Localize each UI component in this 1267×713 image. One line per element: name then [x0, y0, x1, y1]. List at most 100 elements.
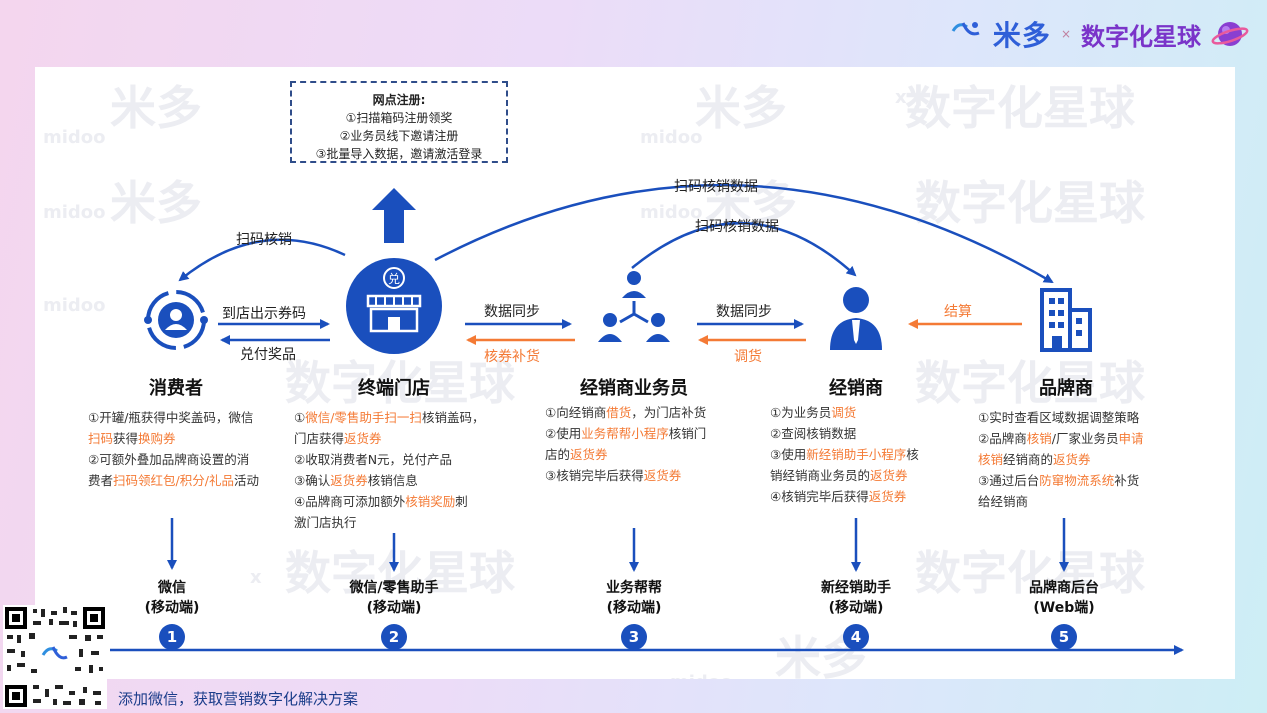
- platform-sub: (移动端): [144, 600, 200, 616]
- label-scan-data-mid: 扫码核销数据: [695, 219, 779, 235]
- step-number: 3: [621, 624, 647, 650]
- highlight-text: 调货: [831, 405, 857, 420]
- node-title-consumer: 消费者: [149, 378, 203, 399]
- step-number: 2: [381, 624, 407, 650]
- desc-line: ④品牌商可添加额外核销奖励刺: [294, 491, 504, 512]
- highlight-text: 核销: [1026, 431, 1052, 446]
- dealer-icon: [830, 287, 882, 350]
- desc-text: 销经销商业务员的: [770, 468, 871, 483]
- label-show-coupon: 到店出示券码: [222, 306, 306, 322]
- desc-line: 给经销商: [978, 491, 1188, 512]
- desc-text: ①开罐/瓶获得中奖盖码，微信: [88, 410, 254, 425]
- highlight-text: 业务帮帮小程序: [581, 426, 669, 441]
- highlight-text: 换购券: [138, 431, 176, 446]
- desc-text: ①: [294, 410, 306, 425]
- platform-name: 微信/零售助手: [349, 580, 439, 596]
- desc-line: ①向经销商借货，为门店补货: [545, 402, 745, 423]
- desc-text: ①向经销商: [545, 405, 607, 420]
- desc-text: 核销门: [668, 426, 707, 441]
- desc-line: ③确认返货券核销信息: [294, 470, 504, 491]
- highlight-text: 返货券: [570, 447, 608, 462]
- platform-sub: (移动端): [606, 600, 662, 616]
- node-title-salesman: 经销商业务员: [580, 378, 688, 399]
- desc-line: ②查阅核销数据: [770, 423, 950, 444]
- brand-building-icon: [1040, 288, 1092, 352]
- planet-icon: [1211, 22, 1249, 46]
- desc-text: 门店获得: [294, 431, 345, 446]
- brand-separator: ×: [1060, 27, 1071, 41]
- store-registration-note: 网点注册: ①扫描箱码注册领奖 ②业务员线下邀请注册 ③批量导入数据，邀请激活登…: [290, 81, 508, 163]
- platform-sub: (移动端): [366, 600, 422, 616]
- highlight-text: 返货券: [868, 489, 907, 504]
- desc-line: ①开罐/瓶获得中奖盖码，微信: [88, 407, 288, 428]
- node-title-dealer: 经销商: [829, 378, 883, 399]
- desc-line: ①为业务员调货: [770, 402, 950, 423]
- label-data-sync-1: 数据同步: [484, 304, 540, 320]
- desc-line: ①微信/零售助手扫一扫核销盖码，: [294, 407, 504, 428]
- desc-line: 激门店执行: [294, 512, 504, 533]
- highlight-text: 返货券: [344, 431, 382, 446]
- register-up-arrow: [372, 188, 416, 243]
- desc-text: ③核销完毕后获得: [545, 468, 644, 483]
- highlight-text: 返货券: [1053, 452, 1091, 467]
- platform-3: 业务帮帮 (移动端): [554, 578, 714, 618]
- desc-text: /厂家业务员: [1051, 431, 1119, 446]
- desc-text: ①实时查看区域数据调整策略: [978, 410, 1140, 425]
- footer-cta: 添加微信，获取营销数字化解决方案: [118, 690, 359, 708]
- desc-text: 费者: [88, 473, 114, 488]
- platform-name: 品牌商后台: [1029, 580, 1099, 596]
- desc-line: ②品牌商核销/厂家业务员申请: [978, 428, 1188, 449]
- desc-line: ①实时查看区域数据调整策略: [978, 407, 1188, 428]
- desc-text: ③通过后台: [978, 473, 1040, 488]
- scan-verify-arrow: [178, 238, 346, 282]
- platform-1: 微信 (移动端): [92, 578, 252, 618]
- midoo-logo-icon: [951, 22, 980, 36]
- highlight-text: 扫码领红包/积分/礼品: [113, 473, 234, 488]
- highlight-text: 借货: [606, 405, 632, 420]
- highlight-text: 返货券: [643, 468, 682, 483]
- label-allocate: 调货: [734, 349, 762, 365]
- desc-text: ③使用: [770, 447, 807, 462]
- note-line: ③批量导入数据，邀请激活登录: [315, 147, 483, 161]
- desc-text: 经销商的: [1003, 452, 1054, 467]
- platform-name: 业务帮帮: [606, 580, 662, 596]
- scan-data-arc-mid: [631, 221, 857, 277]
- desc-line: 扫码获得换购券: [88, 428, 288, 449]
- node-title-store: 终端门店: [358, 378, 430, 399]
- desc-text: ②品牌商: [978, 431, 1027, 446]
- desc-text: ②收取消费者N元，兑付产品: [294, 452, 453, 467]
- desc-line: ②使用业务帮帮小程序核销门: [545, 423, 745, 444]
- desc-line: 门店获得返货券: [294, 428, 504, 449]
- step-number: 5: [1051, 624, 1077, 650]
- desc-text: 刺: [455, 494, 468, 509]
- note-title: 网点注册:: [372, 93, 426, 107]
- note-line: ②业务员线下邀请注册: [339, 129, 459, 143]
- desc-text: ②可额外叠加品牌商设置的消: [88, 452, 250, 467]
- partner-name: 数字化星球: [1081, 22, 1201, 51]
- highlight-text: 扫码: [88, 431, 114, 446]
- desc-line: ③核销完毕后获得返货券: [545, 465, 745, 486]
- highlight-text: 核销: [978, 452, 1004, 467]
- platform-name: 微信: [158, 580, 186, 596]
- desc-text: ，为门店补货: [631, 405, 707, 420]
- label-replenish: 核券补货: [484, 349, 540, 365]
- desc-line: 销经销商业务员的返货券: [770, 465, 950, 486]
- label-data-sync-2: 数据同步: [716, 304, 772, 320]
- desc-line: ②可额外叠加品牌商设置的消: [88, 449, 288, 470]
- platform-name: 新经销助手: [821, 580, 891, 596]
- note-line: ①扫描箱码注册领奖: [345, 111, 453, 125]
- header-brand: 米多 × 数字化星球: [949, 14, 1249, 54]
- label-scan-verify: 扫码核销: [236, 232, 292, 248]
- platform-4: 新经销助手 (移动端): [776, 578, 936, 618]
- scan-data-arc-top: [434, 183, 1054, 284]
- brand-name: 米多: [992, 19, 1051, 52]
- step-number: 1: [159, 624, 185, 650]
- consumer-icon: [144, 290, 208, 350]
- desc-text: 获得: [113, 431, 139, 446]
